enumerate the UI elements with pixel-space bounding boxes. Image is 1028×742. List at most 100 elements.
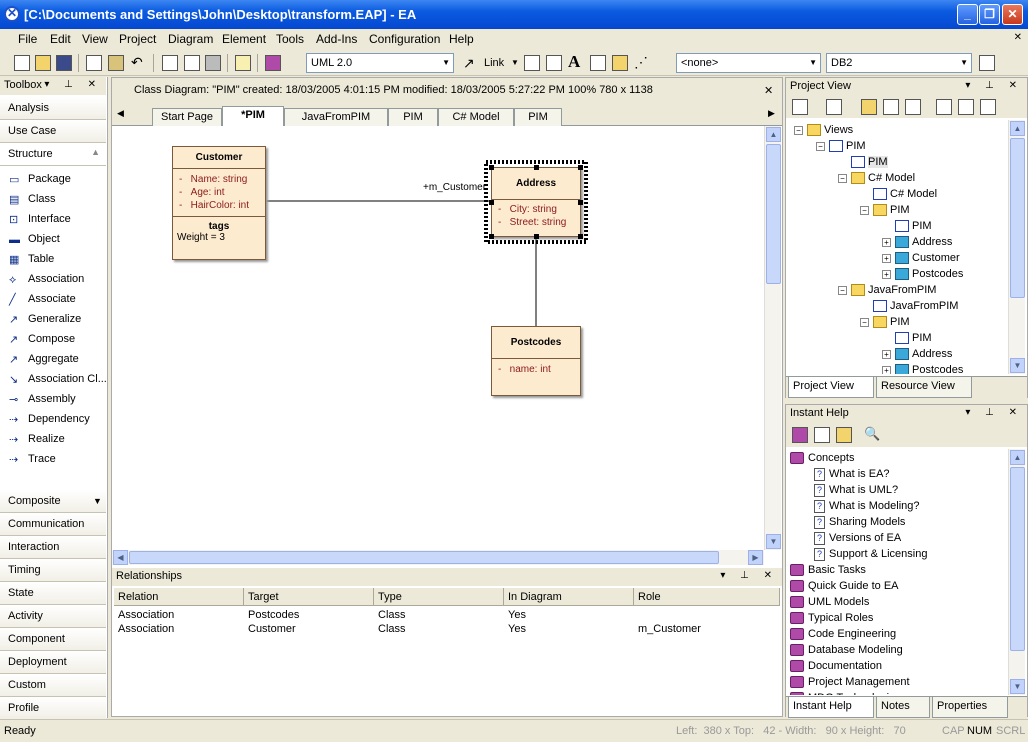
expander-icon[interactable]: − [838,285,847,295]
menu-configuration[interactable]: Configuration [369,32,441,46]
tree-node[interactable]: −Views [790,122,1006,138]
copy-icon[interactable] [86,55,102,71]
tree-node[interactable]: PIM [790,154,1006,170]
tool-object[interactable]: ▬Object [0,230,106,250]
tab-scroll-right-icon[interactable]: ▶ [768,108,775,118]
class-postcodes[interactable]: Postcodes - name: int [491,326,581,396]
scroll-thumb[interactable] [1010,467,1025,651]
properties-icon[interactable] [905,99,921,115]
column-header[interactable]: Type [374,588,504,606]
scroll-left-icon[interactable]: ◀ [113,550,128,565]
tab-project-view[interactable]: Project View [788,377,874,398]
table-cell[interactable] [634,609,642,623]
tree-node[interactable]: PIM [790,330,1006,346]
tab-resource-view[interactable]: Resource View [876,377,972,398]
menu-tools[interactable]: Tools [276,32,305,46]
scroll-thumb[interactable] [766,144,781,284]
contents-icon[interactable] [792,427,808,443]
menu-file[interactable]: File [18,32,38,46]
menu-edit[interactable]: Edit [50,32,71,46]
diagram-vertical-scrollbar[interactable]: ▲ ▼ [764,126,781,550]
resize-handle[interactable] [489,234,494,239]
none-combo[interactable]: <none>▼ [676,53,821,73]
tree-node[interactable]: JavaFromPIM [790,298,1006,314]
tree-node[interactable]: −PIM [790,138,1006,154]
diagram-close-icon[interactable]: ✕ [764,85,774,97]
tool-generalize[interactable]: ↗Generalize [0,310,106,330]
resize-handle[interactable] [534,165,539,170]
tree-node[interactable]: +Postcodes [790,266,1006,282]
column-header[interactable]: Relation [114,588,244,606]
tool-assembly[interactable]: ⊸Assembly [0,390,106,410]
class-customer[interactable]: Customer - Name: string - Age: int - Hai… [172,146,266,260]
expander-icon[interactable]: + [882,269,891,279]
tree-node[interactable]: C# Model [790,186,1006,202]
column-header[interactable]: Role [634,588,780,606]
tab-javafrompim[interactable]: JavaFromPIM [284,108,388,126]
expander-icon[interactable]: + [882,349,891,359]
help-item[interactable]: Basic Tasks [788,562,1006,578]
save-icon[interactable] [56,55,72,71]
tool-association-cl[interactable]: ↘Association Cl... [0,370,106,390]
help-topic-icon[interactable] [814,427,830,443]
print-preview-icon[interactable] [162,55,178,71]
tree-node[interactable]: −PIM [790,314,1006,330]
class-address[interactable]: Address - City: string - Street: string [489,165,583,239]
toolbox-group-component[interactable]: Component [0,628,106,651]
toolbox-group-deployment[interactable]: Deployment [0,651,106,674]
resize-handle[interactable] [534,234,539,239]
tab-pim-active[interactable]: *PIM [222,106,284,127]
move-down-icon[interactable] [958,99,974,115]
help-item[interactable]: Project Management [788,674,1006,690]
help-item[interactable]: ?What is UML? [788,482,1006,498]
expander-icon[interactable]: − [860,205,869,215]
new-diagram-icon[interactable] [826,99,842,115]
tree-node[interactable]: +Postcodes [790,362,1006,374]
tree-node[interactable]: +Address [790,234,1006,250]
scroll-up-icon[interactable]: ▲ [1010,121,1025,136]
undo-icon[interactable]: ↶ [131,54,143,70]
menu-view[interactable]: View [82,32,108,46]
help-item[interactable]: Concepts [788,450,1006,466]
tab-pim-2[interactable]: PIM [388,108,438,126]
toolbox-group-timing[interactable]: Timing [0,559,106,582]
scroll-up-icon[interactable]: ▲ [766,127,781,142]
table-cell[interactable]: Postcodes [248,609,300,621]
menu-project[interactable]: Project [119,32,157,46]
help-tree[interactable]: Concepts?What is EA??What is UML??What i… [788,450,1006,695]
page-setup-icon[interactable] [184,55,200,71]
toolbox-group-usecase[interactable]: Use Case [0,120,106,143]
table-cell[interactable]: Association [118,623,175,635]
paste-icon[interactable] [108,55,124,71]
menu-element[interactable]: Element [222,32,267,46]
toolbox-group-interaction[interactable]: Interaction [0,536,106,559]
image-icon[interactable] [612,55,628,71]
uml-version-combo[interactable]: UML 2.0▼ [306,53,454,73]
tool-associate[interactable]: ╱Associate [0,290,106,310]
help-item[interactable]: Documentation [788,658,1006,674]
toolbox-group-profile[interactable]: Profile [0,697,106,720]
font-icon[interactable]: A [568,52,581,71]
table-cell[interactable]: Class [378,623,406,635]
app-icon[interactable] [4,6,20,22]
help-item[interactable]: Typical Roles [788,610,1006,626]
tool-aggregate[interactable]: ↗Aggregate [0,350,106,370]
database-combo[interactable]: DB2▼ [826,53,972,73]
maximize-button[interactable]: ❐ [979,4,1000,25]
help-book-icon[interactable] [265,55,281,71]
instant-help-pin-icon[interactable]: ▾ ⊥ ✕ [965,407,1023,418]
notes-icon[interactable] [235,55,251,71]
tree-node[interactable]: PIM [790,218,1006,234]
tool-package[interactable]: ▭Package [0,170,106,190]
tree-node[interactable]: −PIM [790,202,1006,218]
tool-compose[interactable]: ↗Compose [0,330,106,350]
tool-dependency[interactable]: ⇢Dependency [0,410,106,430]
resize-handle[interactable] [489,200,494,205]
help-item[interactable]: ?What is Modeling? [788,498,1006,514]
search-icon[interactable]: 🔍 [864,426,881,441]
help-item[interactable]: Code Engineering [788,626,1006,642]
help-item[interactable]: UML Models [788,594,1006,610]
scroll-down-icon[interactable]: ▼ [1010,679,1025,694]
mdi-close-icon[interactable]: ✕ [1013,32,1022,43]
